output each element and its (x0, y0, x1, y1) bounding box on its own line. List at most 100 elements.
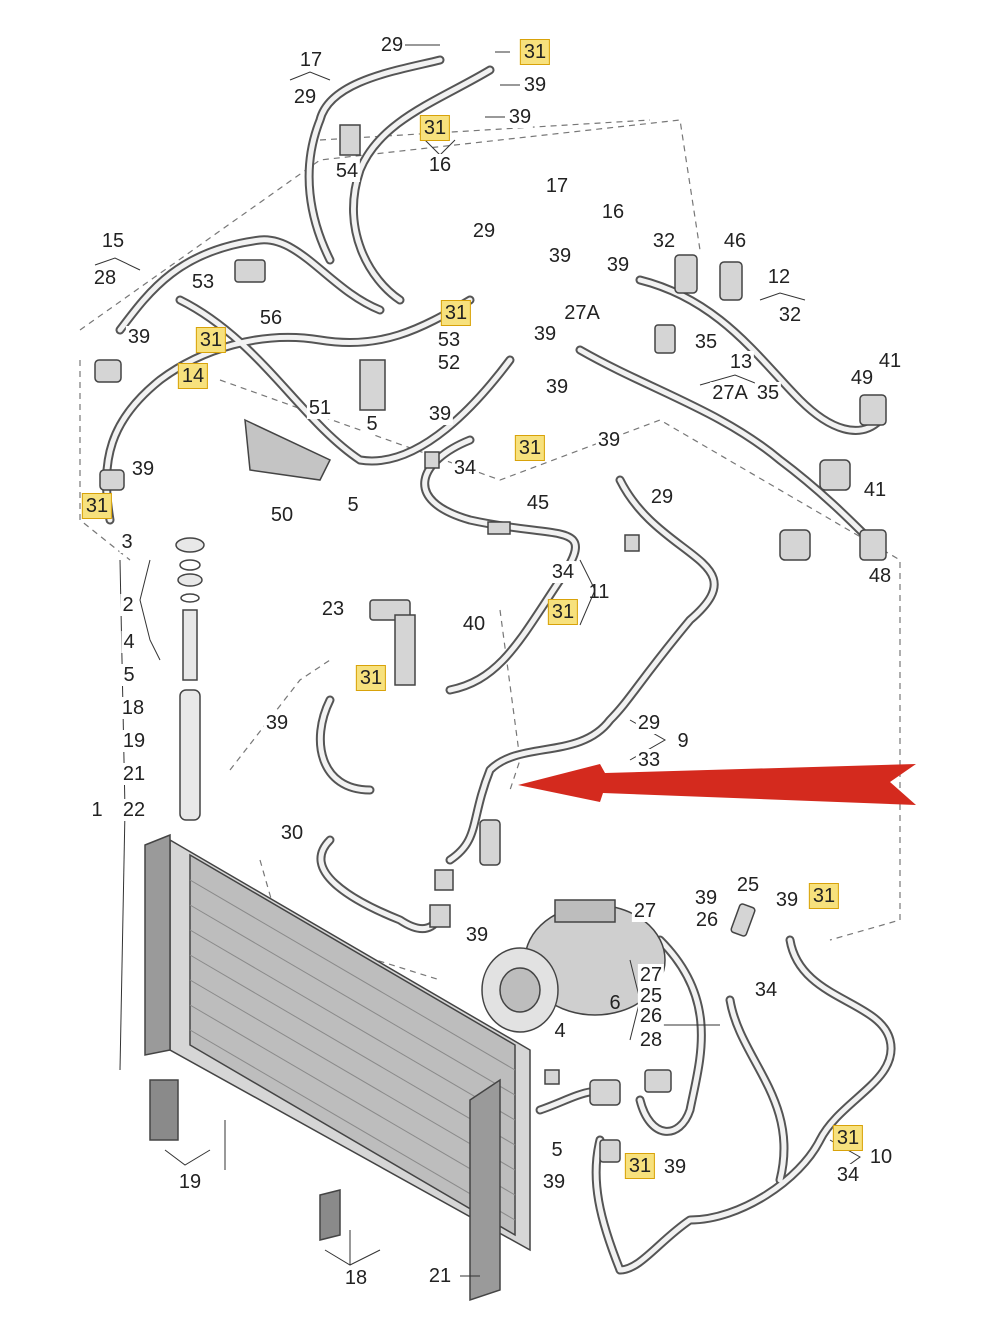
callout-53a: 53 (189, 271, 217, 293)
callout-16b: 16 (599, 201, 627, 223)
callout-26b: 26 (637, 1005, 665, 1027)
callout-29d: 29 (648, 486, 676, 508)
callout-16a: 16 (426, 154, 454, 176)
callout-39k: 39 (263, 712, 291, 734)
callout-6: 6 (609, 992, 621, 1014)
callout-39j: 39 (129, 458, 157, 480)
callout-32b: 32 (776, 304, 804, 326)
callout-34a: 34 (451, 457, 479, 479)
callout-26a: 26 (693, 909, 721, 931)
callout-15: 15 (99, 230, 127, 252)
callout-21b: 21 (426, 1265, 454, 1287)
callout-13: 13 (727, 351, 755, 373)
callout-39a: 39 (521, 74, 549, 96)
callout-39o: 39 (661, 1156, 689, 1178)
callout-31f: 31 (81, 493, 113, 519)
callout-1: 1 (91, 799, 103, 821)
callout-30: 30 (278, 822, 306, 844)
callout-39i: 39 (595, 429, 623, 451)
callout-2: 2 (120, 594, 136, 616)
callout-18b: 18 (342, 1267, 370, 1289)
callout-5c: 5 (121, 664, 137, 686)
callout-39f: 39 (125, 326, 153, 348)
callout-39m: 39 (692, 887, 720, 909)
callout-28b: 28 (637, 1029, 665, 1051)
callout-10: 10 (869, 1146, 893, 1168)
callout-25a: 25 (734, 874, 762, 896)
callout-31j: 31 (624, 1153, 656, 1179)
callout-5b: 5 (345, 494, 361, 516)
callout-31e: 31 (514, 435, 546, 461)
red-pointer-arrow (518, 764, 916, 805)
callout-48: 48 (866, 565, 894, 587)
callout-32: 32 (650, 230, 678, 252)
callout-33: 33 (635, 749, 663, 771)
callout-41a: 41 (876, 350, 904, 372)
callout-39h: 39 (426, 403, 454, 425)
callout-49: 49 (848, 367, 876, 389)
callout-56: 56 (257, 307, 285, 329)
callout-51: 51 (306, 397, 334, 419)
callout-17b: 17 (543, 175, 571, 197)
callout-21a: 21 (120, 763, 148, 785)
callout-34c: 34 (752, 979, 780, 1001)
callout-5a: 5 (364, 413, 380, 435)
callout-27Aa: 27A (562, 302, 602, 324)
callout-31d: 31 (195, 327, 227, 353)
callout-39g: 39 (543, 376, 571, 398)
callout-31g: 31 (547, 599, 579, 625)
callout-4b: 4 (552, 1020, 568, 1042)
callout-14: 14 (177, 363, 209, 389)
callout-50: 50 (268, 504, 296, 526)
callout-39l: 39 (773, 889, 801, 911)
callout-22: 22 (120, 799, 148, 821)
callout-29c: 29 (470, 220, 498, 242)
callout-54: 54 (333, 160, 361, 182)
callout-23: 23 (319, 598, 347, 620)
callout-25b: 25 (637, 985, 665, 1007)
callout-31i: 31 (808, 883, 840, 909)
callout-17a: 17 (297, 49, 325, 71)
callout-19a: 19 (120, 730, 148, 752)
callout-9: 9 (677, 730, 689, 752)
callout-31h: 31 (355, 665, 387, 691)
callout-31b: 31 (419, 115, 451, 141)
callout-31a: 31 (519, 39, 551, 65)
callout-41b: 41 (861, 479, 889, 501)
callout-53b: 53 (435, 329, 463, 351)
hose-lines (102, 55, 896, 1275)
callout-34d: 34 (834, 1164, 862, 1186)
callout-27b: 27 (637, 964, 665, 986)
compressor (481, 899, 666, 1033)
fittings (94, 124, 887, 1163)
callout-4a: 4 (121, 631, 137, 653)
callout-12: 12 (765, 266, 793, 288)
callout-35a: 35 (692, 331, 720, 353)
callout-52: 52 (435, 352, 463, 374)
callout-39c: 39 (546, 245, 574, 267)
receiver-drier (175, 537, 205, 821)
callout-28a: 28 (91, 267, 119, 289)
callout-18a: 18 (119, 697, 147, 719)
callout-39e: 39 (531, 323, 559, 345)
callout-40: 40 (460, 613, 488, 635)
callout-29a: 29 (378, 34, 406, 56)
callout-19b: 19 (176, 1171, 204, 1193)
callout-31k: 31 (832, 1125, 864, 1151)
callout-29e: 29 (635, 712, 663, 734)
callout-3: 3 (119, 531, 135, 553)
callout-39b: 39 (506, 106, 534, 128)
callout-5d: 5 (549, 1139, 565, 1161)
callout-39d: 39 (604, 254, 632, 276)
condenser (144, 833, 531, 1302)
callout-35b: 35 (754, 382, 782, 404)
callout-46: 46 (721, 230, 749, 252)
callout-11: 11 (588, 581, 610, 603)
callout-34b: 34 (549, 561, 577, 583)
callout-39p: 39 (540, 1171, 568, 1193)
callout-45: 45 (524, 492, 552, 514)
callout-27a: 27 (631, 900, 659, 922)
